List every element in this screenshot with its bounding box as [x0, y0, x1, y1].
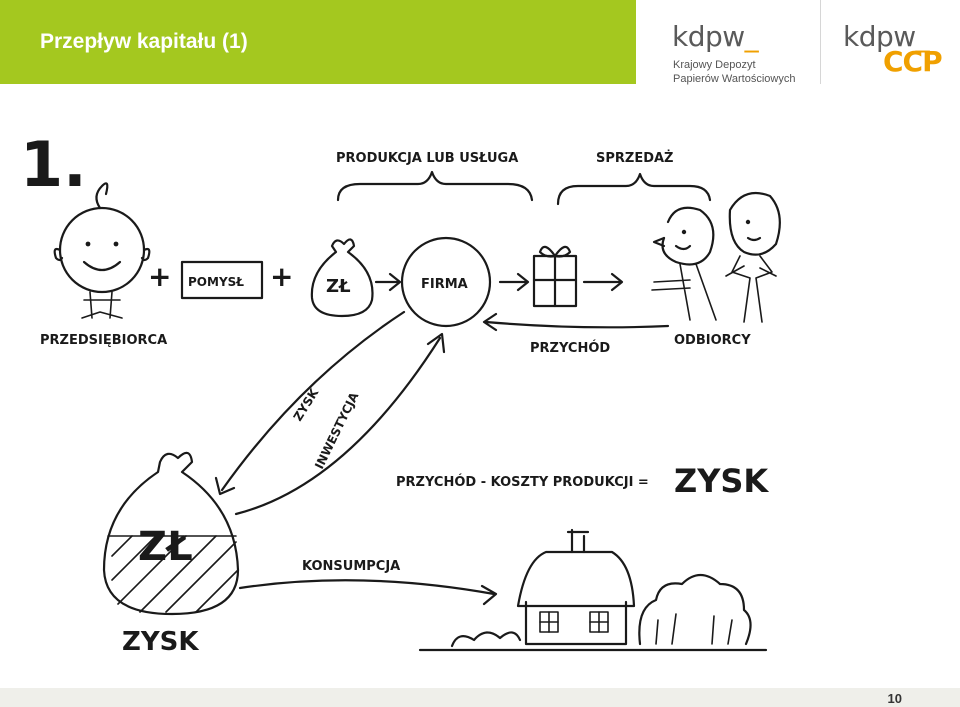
logo-divider — [820, 0, 821, 84]
produkcja-label: PRODUKCJA LUB USŁUGA — [336, 151, 518, 166]
przychod-arrow — [484, 314, 668, 330]
money-bag-small-label: ZŁ — [326, 276, 351, 297]
arrow-to-odbiorcy — [584, 274, 622, 290]
plus-sign-2: + — [270, 260, 293, 293]
konsumpcja-arrow — [240, 580, 496, 604]
kdpw-logo: kdpw_ — [672, 20, 758, 53]
przychod-label: PRZYCHÓD — [530, 340, 610, 356]
capital-flow-diagram: 1. PRODUKCJA LUB USŁUGA SPRZEDAŻ PRZEDSI… — [0, 84, 960, 688]
slide-title: Przepływ kapitału (1) — [40, 30, 248, 54]
firma-label: FIRMA — [421, 277, 468, 292]
pomysl-label: POMYSŁ — [188, 275, 244, 289]
konsumpcja-label: KONSUMPCJA — [302, 559, 400, 574]
entrepreneur-figure — [55, 183, 150, 318]
gift-box-icon — [534, 247, 576, 306]
customers-figure — [652, 193, 780, 322]
zysk-arrow-label: ZYSK — [291, 386, 322, 424]
sprzedaz-label: SPRZEDAŻ — [596, 150, 674, 166]
kdpw-sub-line1: Krajowy Depozyt — [673, 58, 795, 72]
sprzedaz-brace — [558, 174, 710, 204]
house-icon — [518, 530, 634, 644]
page-number: 10 — [888, 691, 902, 706]
odbiorcy-label: ODBIORCY — [674, 333, 751, 348]
produkcja-brace — [338, 172, 532, 200]
footer-band — [0, 688, 960, 707]
kdpw-logo-subtitle: Krajowy Depozyt Papierów Wartościowych — [673, 58, 795, 86]
arrow-to-firma — [376, 274, 400, 290]
formula-text: PRZYCHÓD - KOSZTY PRODUKCJI = — [396, 474, 649, 490]
formula-zysk: ZYSK — [674, 462, 769, 500]
plus-sign-1: + — [148, 260, 171, 293]
kdpw-logo-underscore: _ — [745, 20, 759, 53]
ccp-logo-text: CCP — [883, 45, 942, 78]
money-bag-large-label: ZŁ — [138, 524, 193, 570]
kdpw-logo-text: kdpw — [672, 20, 745, 53]
przedsiebiorca-label: PRZEDSIĘBIORCA — [40, 333, 167, 348]
zysk-bottom-label: ZYSK — [122, 627, 199, 657]
step-number: 1. — [20, 128, 87, 201]
arrow-to-gift — [500, 274, 528, 290]
